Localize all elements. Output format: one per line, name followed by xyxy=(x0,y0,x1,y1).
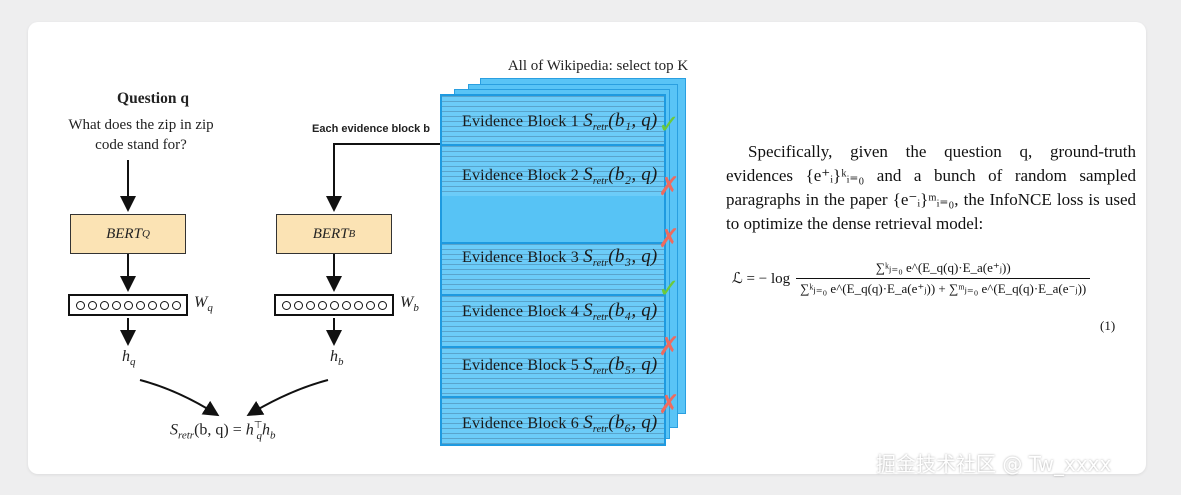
cross-mark-icon: ✗ xyxy=(658,224,680,254)
evidence-block-6: Evidence Block 6 Sretr(b₆, q) xyxy=(442,396,664,444)
evidence-block-4: Evidence Block 4 Sretr(b₄, q) xyxy=(442,294,664,348)
evidence-block-5: Evidence Block 5 Sretr(b₅, q) xyxy=(442,346,664,398)
description-paragraph: Specifically, given the question q, grou… xyxy=(726,142,1136,233)
equation-number: (1) xyxy=(1100,318,1116,333)
connector-lines xyxy=(120,143,453,417)
wq-label: Wq xyxy=(194,294,213,315)
evidence-block-3: Evidence Block 3 Sretr(b₃, q) xyxy=(442,242,664,296)
hq-label: hq xyxy=(122,348,136,369)
block-vector xyxy=(274,294,394,316)
evidence-block-2: Evidence Block 2 Sretr(b₂, q) xyxy=(442,144,664,196)
watermark: 掘金技术社区 @ Tw_xxxx xyxy=(876,452,1112,476)
infonce-loss-formula: ℒ = − log ∑ᵏⱼ₌₀ e^(E_q(q)·E_a(e⁺ⱼ)) ∑ᵏⱼ₌… xyxy=(732,260,1142,297)
evidence-block-1-label: Evidence Block 1 Sretr(b₁, q) xyxy=(462,110,658,134)
wikipedia-title: All of Wikipedia: select top K xyxy=(507,58,689,74)
evidence-block-5-label: Evidence Block 5 Sretr(b₅, q) xyxy=(462,354,658,378)
question-title: Question q xyxy=(117,90,189,107)
arrow-hb-to-score xyxy=(246,379,329,417)
evidence-block-2-label: Evidence Block 2 Sretr(b₂, q) xyxy=(462,164,658,188)
evidence-block-6-label: Evidence Block 6 Sretr(b₆, q) xyxy=(462,412,658,436)
score-formula: Sretr(b, q) = h⊤qhb xyxy=(170,420,276,442)
evidence-block-3-label: Evidence Block 3 Sretr(b₃, q) xyxy=(462,246,658,270)
evidence-block-4-label: Evidence Block 4 Sretr(b₄, q) xyxy=(462,300,658,324)
arrow-hq-to-score xyxy=(139,379,220,417)
cross-mark-icon: ✗ xyxy=(658,172,680,202)
arrow-evidence-to-bertb xyxy=(326,143,453,212)
check-mark-icon: ✓ xyxy=(658,274,680,304)
question-text: What does the zip in zip code stand for? xyxy=(68,117,214,153)
evidence-block-1: Evidence Block 1 Sretr(b₁, q) xyxy=(442,96,664,146)
figure-card: Question q What does the zip in zip code… xyxy=(28,22,1146,474)
evidence-block-label: Each evidence block b xyxy=(312,123,430,135)
hb-label: hb xyxy=(330,348,344,369)
cross-mark-icon: ✗ xyxy=(658,332,680,362)
question-vector xyxy=(68,294,188,316)
cross-mark-icon: ✗ xyxy=(658,390,680,420)
evidence-stack: Evidence Block 1 Sretr(b₁, q) Evidence B… xyxy=(440,94,666,446)
wb-label: Wb xyxy=(400,294,419,315)
check-mark-icon: ✓ xyxy=(658,110,680,140)
